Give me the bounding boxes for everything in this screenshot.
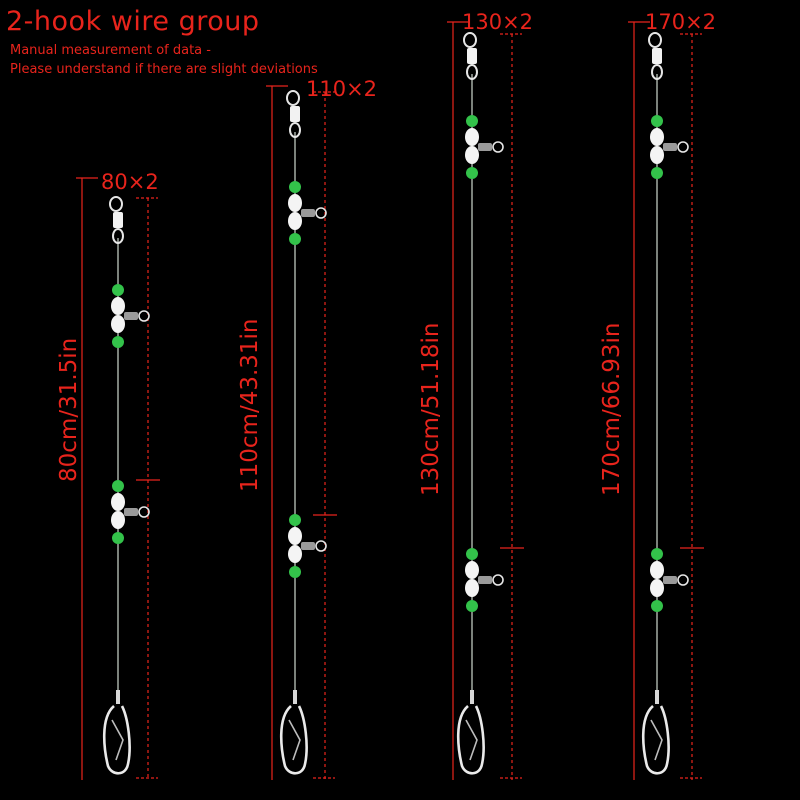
side-ring-1-2	[138, 506, 150, 518]
side-swivel-2-2	[301, 542, 315, 550]
side-swivel-2-1	[301, 209, 315, 217]
snap-latch-3	[465, 719, 478, 761]
bead-top-4-1	[651, 115, 663, 127]
top-swivel-4	[652, 48, 662, 64]
bottom-snap-2	[279, 705, 308, 775]
swivel-body-lower-4-1	[650, 146, 664, 164]
side-ring-4-1	[677, 141, 689, 153]
bead-top-2-2	[289, 514, 301, 526]
top-swivel-3	[467, 48, 477, 64]
side-swivel-4-2	[663, 576, 677, 584]
top-loop-2	[286, 90, 300, 106]
top-swivel-1	[113, 212, 123, 228]
bead-bottom-1-1	[112, 336, 124, 348]
top-swivel-2	[290, 106, 300, 122]
rig-1-spec: 80×2	[101, 170, 159, 194]
bead-top-1-2	[112, 480, 124, 492]
swivel-body-upper-3-1	[465, 128, 479, 146]
snap-latch-1	[111, 719, 124, 761]
side-swivel-1-2	[124, 508, 138, 516]
side-swivel-3-1	[478, 143, 492, 151]
swivel-body-upper-2-1	[288, 194, 302, 212]
bead-top-3-1	[466, 115, 478, 127]
bead-top-2-1	[289, 181, 301, 193]
bottom-snap-1	[102, 705, 131, 775]
swivel-ring-3	[466, 64, 478, 80]
side-ring-2-1	[315, 207, 327, 219]
snap-latch-2	[288, 719, 301, 761]
swivel-ring-1	[112, 228, 124, 244]
swivel-body-lower-2-1	[288, 212, 302, 230]
bead-bottom-3-2	[466, 600, 478, 612]
note-line-1: Manual measurement of data -	[10, 43, 211, 58]
swivel-body-upper-4-2	[650, 561, 664, 579]
rig-2-spec: 110×2	[306, 77, 378, 101]
note-line-2: Please understand if there are slight de…	[10, 62, 318, 77]
title: 2-hook wire group	[6, 6, 260, 37]
side-ring-3-2	[492, 574, 504, 586]
top-loop-4	[648, 32, 662, 48]
snap-latch-4	[650, 719, 663, 761]
side-ring-1-1	[138, 310, 150, 322]
bead-top-4-2	[651, 548, 663, 560]
bead-bottom-3-1	[466, 167, 478, 179]
swivel-body-upper-1-2	[111, 493, 125, 511]
bottom-snap-4	[641, 705, 670, 775]
bottom-snap-3	[456, 705, 485, 775]
side-swivel-1-1	[124, 312, 138, 320]
swivel-body-lower-3-1	[465, 146, 479, 164]
swivel-body-upper-2-2	[288, 527, 302, 545]
bead-bottom-2-2	[289, 566, 301, 578]
side-swivel-4-1	[663, 143, 677, 151]
swivel-body-upper-3-2	[465, 561, 479, 579]
swivel-body-upper-4-1	[650, 128, 664, 146]
crimp-sleeve-4	[655, 690, 659, 704]
swivel-body-lower-3-2	[465, 579, 479, 597]
bead-bottom-1-2	[112, 532, 124, 544]
bead-bottom-2-1	[289, 233, 301, 245]
top-loop-3	[463, 32, 477, 48]
swivel-body-lower-1-1	[111, 315, 125, 333]
side-ring-3-1	[492, 141, 504, 153]
side-swivel-3-2	[478, 576, 492, 584]
side-ring-2-2	[315, 540, 327, 552]
top-loop-1	[109, 196, 123, 212]
side-ring-4-2	[677, 574, 689, 586]
crimp-sleeve-1	[116, 690, 120, 704]
swivel-body-lower-2-2	[288, 545, 302, 563]
swivel-body-upper-1-1	[111, 297, 125, 315]
bead-bottom-4-1	[651, 167, 663, 179]
swivel-body-lower-1-2	[111, 511, 125, 529]
swivel-ring-4	[651, 64, 663, 80]
bead-top-1-1	[112, 284, 124, 296]
rig-3-spec: 130×2	[462, 10, 534, 34]
swivel-ring-2	[289, 122, 301, 138]
crimp-sleeve-2	[293, 690, 297, 704]
crimp-sleeve-3	[470, 690, 474, 704]
swivel-body-lower-4-2	[650, 579, 664, 597]
bead-bottom-4-2	[651, 600, 663, 612]
bead-top-3-2	[466, 548, 478, 560]
rig-4-spec: 170×2	[645, 10, 717, 34]
